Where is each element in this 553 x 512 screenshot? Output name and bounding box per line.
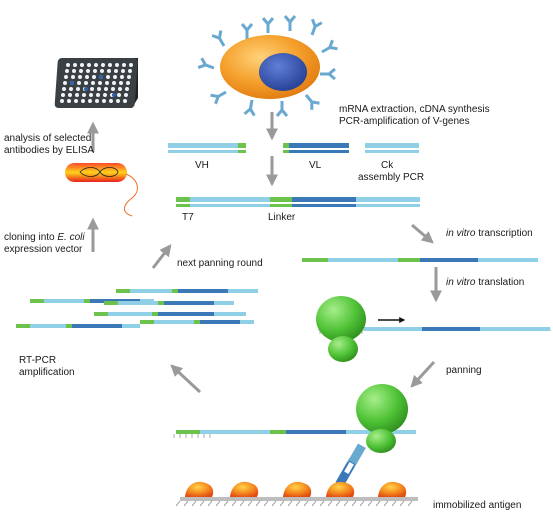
- antibody-icon: [305, 17, 324, 39]
- nucleus: [259, 53, 307, 91]
- e-coli-icon: [65, 163, 138, 217]
- antibody-icon: [240, 22, 254, 41]
- immobilized-antigen-label: immobilized antigen: [433, 500, 522, 511]
- elisa-label-2: antibodies by ELISA: [4, 145, 95, 156]
- arrow-icon: [410, 360, 436, 388]
- antibody-icon: [275, 99, 289, 118]
- ribosome-icon: [316, 296, 366, 342]
- ck-label: Ck: [381, 160, 394, 171]
- mrna-extraction-label-2: PCR-amplification of V-genes: [339, 116, 470, 127]
- vl-strand: [283, 143, 349, 153]
- arrow-icon: [170, 364, 202, 394]
- antigen-icon: [378, 481, 407, 497]
- linker-label: Linker: [268, 212, 296, 223]
- antigen-icon: [230, 481, 259, 497]
- elisa-label-1: analysis of selected: [4, 133, 92, 144]
- ck-strand: [365, 143, 419, 153]
- next-panning-round-label: next panning round: [177, 258, 263, 269]
- ribosome-icon: [356, 384, 408, 434]
- assembly-pcr-label: assembly PCR: [358, 172, 425, 183]
- elisa-plate-icon: [54, 58, 138, 108]
- antibody-icon: [261, 16, 275, 35]
- rtpcr-label-1: RT-PCR: [19, 355, 57, 366]
- translation-label: in vitro translation: [446, 277, 524, 289]
- antibody-icon: [300, 90, 321, 112]
- antigen-icon: [326, 481, 355, 497]
- arrow-icon: [151, 244, 172, 269]
- t7-label: T7: [182, 212, 194, 223]
- vh-strand: [168, 143, 246, 153]
- ribosome-translation-complex: [316, 296, 551, 362]
- cloning-label-2: expression vector: [4, 244, 83, 255]
- cloning-text: cloning into: [4, 232, 58, 243]
- antibody-icon: [209, 86, 230, 106]
- antibody-icon: [318, 67, 337, 81]
- arrow-icon: [411, 223, 434, 244]
- vh-label: VH: [195, 160, 209, 171]
- panning-label: panning: [446, 365, 482, 376]
- ribosome-icon: [328, 336, 358, 362]
- transcription-label: in vitro transcription: [446, 228, 533, 240]
- antigen-surface: [175, 481, 418, 507]
- in-vitro-text: in vitro: [446, 277, 476, 288]
- vl-label: VL: [309, 160, 322, 171]
- antibody-icon: [242, 97, 259, 118]
- panning-complex: [173, 384, 416, 487]
- antibody-icon: [196, 56, 218, 75]
- transcription-text: transcription: [475, 228, 533, 239]
- mrna-extraction-label-1: mRNA extraction, cDNA synthesis: [339, 104, 490, 115]
- cloning-label-1: cloning into E. coli: [4, 232, 85, 244]
- process-arrows: [87, 112, 442, 394]
- translation-text: translation: [475, 277, 525, 288]
- rtpcr-label-2: amplification: [19, 367, 75, 378]
- in-vitro-text: in vitro: [446, 228, 476, 239]
- antibody-icon: [210, 29, 230, 50]
- rtpcr-products: [16, 289, 258, 328]
- assembled-construct: [176, 197, 420, 207]
- antigen-icon: [185, 481, 214, 497]
- antigen-icon: [283, 481, 312, 497]
- b-cell-icon: [196, 14, 339, 118]
- antibody-icon: [283, 14, 297, 33]
- e-coli-text: E. coli: [57, 232, 85, 243]
- mrna-strand: [302, 258, 538, 262]
- ribosome-icon: [366, 429, 396, 453]
- antibody-icon: [318, 38, 339, 58]
